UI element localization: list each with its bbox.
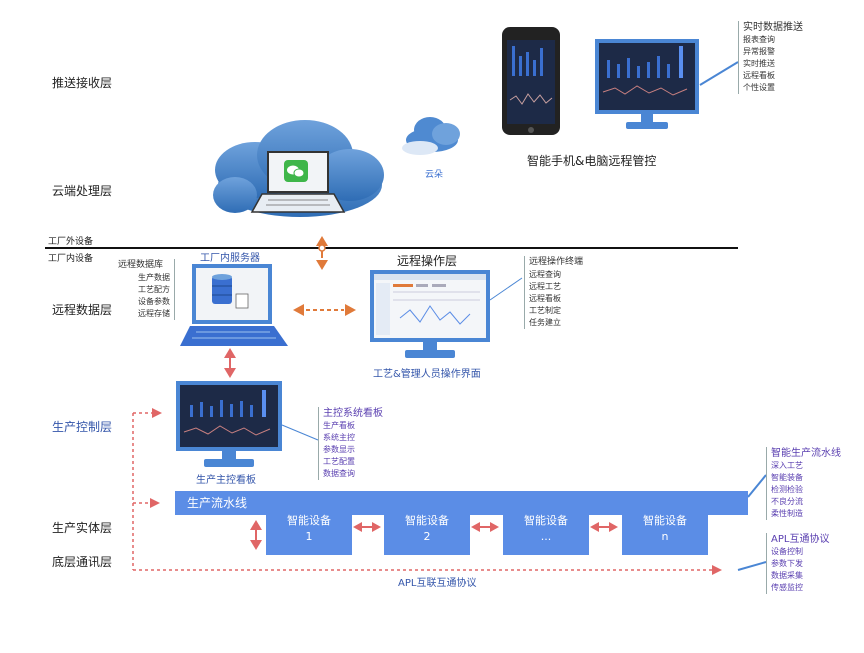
device-name: 智能设备 xyxy=(524,514,568,527)
push-callout-connector xyxy=(699,61,739,86)
remote-terminal-item: 远程查询 xyxy=(529,270,561,279)
smartphone-icon xyxy=(502,27,560,135)
push-item: 报表查询 xyxy=(743,35,775,44)
smart-device-ellipsis: 智能设备 ... xyxy=(503,503,589,555)
feedback-dotted-lines xyxy=(132,408,722,575)
board-caption: 生产主控看板 xyxy=(196,475,256,486)
line-item: 智能装备 xyxy=(771,473,803,482)
device-name: 智能设备 xyxy=(287,514,331,527)
layer-remote-data: 远程数据层 xyxy=(52,303,113,317)
push-item: 远程看板 xyxy=(743,71,775,80)
device-id: 1 xyxy=(305,530,313,543)
smart-device-n: 智能设备 n xyxy=(622,503,708,555)
board-item: 数据查询 xyxy=(323,469,355,478)
device-name: 智能设备 xyxy=(643,514,687,527)
laptop-icon xyxy=(250,151,346,213)
smart-device-1: 智能设备 1 xyxy=(266,503,352,555)
push-item: 异常报警 xyxy=(743,47,775,56)
db-item: 工艺配方 xyxy=(138,285,170,294)
layer-cloud: 云端处理层 xyxy=(52,184,113,198)
apl-item: 参数下发 xyxy=(771,559,803,568)
remote-terminal-callout: 远程操作终端 远程查询 远程工艺 远程看板 工艺制定 任务建立 xyxy=(524,256,583,329)
board-item: 参数显示 xyxy=(323,445,355,454)
factory-boundary-line xyxy=(45,247,738,249)
board-callout-connector xyxy=(281,424,319,441)
board-callout-title: 主控系统看板 xyxy=(323,408,383,419)
layer-entity: 生产实体层 xyxy=(52,521,113,535)
remote-callout-connector xyxy=(489,277,523,301)
db-callout: 远程数据库 生产数据 工艺配方 设备参数 远程存储 xyxy=(118,259,175,320)
small-cloud-icon xyxy=(402,117,460,155)
line-callout: 智能生产流水线 深入工艺 智能装备 检测检验 不良分流 柔性制造 xyxy=(766,447,841,520)
smart-device-2: 智能设备 2 xyxy=(384,503,470,555)
apl-item: 设备控制 xyxy=(771,547,803,556)
desktop-monitor-icon xyxy=(595,39,699,129)
db-item: 远程存储 xyxy=(138,309,170,318)
push-item: 实时推送 xyxy=(743,59,775,68)
db-callout-title: 远程数据库 xyxy=(118,260,164,270)
device-name: 智能设备 xyxy=(405,514,449,527)
line-item: 深入工艺 xyxy=(771,461,803,470)
remote-terminal-item: 任务建立 xyxy=(529,318,561,327)
boundary-inside-label: 工厂内设备 xyxy=(48,254,94,264)
apl-callout-connector xyxy=(737,561,767,571)
layer-push: 推送接收层 xyxy=(52,76,113,90)
line-item: 不良分流 xyxy=(771,497,803,506)
server-computer-icon xyxy=(180,264,288,346)
line-callout-connector xyxy=(747,474,767,498)
layer-control: 生产控制层 xyxy=(52,420,113,434)
push-item: 个性设置 xyxy=(743,83,775,92)
remote-op-title: 远程操作层 xyxy=(397,254,458,268)
ops-caption: 工艺&管理人员操作界面 xyxy=(373,369,481,380)
apl-line-label: APL互联互通协议 xyxy=(398,578,477,589)
apl-item: 数据采集 xyxy=(771,571,803,580)
cloud-server-arrow xyxy=(316,236,328,270)
remote-terminal-item: 远程看板 xyxy=(529,294,561,303)
remote-ops-monitor-icon xyxy=(370,270,490,358)
server-title: 工厂内服务器 xyxy=(200,253,260,264)
line-item: 柔性制造 xyxy=(771,509,803,518)
apl-callout-title: APL互通协议 xyxy=(771,534,830,545)
apl-item: 传感监控 xyxy=(771,583,803,592)
mobile-caption: 智能手机&电脑远程管控 xyxy=(527,154,657,168)
remote-terminal-title: 远程操作终端 xyxy=(529,257,584,267)
line-callout-title: 智能生产流水线 xyxy=(771,448,841,459)
push-callout: 实时数据推送 报表查询 异常报警 实时推送 远程看板 个性设置 xyxy=(738,21,803,94)
boundary-outside-label: 工厂外设备 xyxy=(48,237,94,247)
push-callout-title: 实时数据推送 xyxy=(743,22,803,33)
production-board-monitor-icon xyxy=(176,381,282,467)
device-link-arrows xyxy=(353,522,618,532)
cloud-label: 云朵 xyxy=(425,170,444,180)
board-item: 系统主控 xyxy=(323,433,355,442)
remote-terminal-item: 工艺制定 xyxy=(529,306,561,315)
layer-comm: 底层通讯层 xyxy=(52,555,113,569)
device-id: ... xyxy=(540,530,552,543)
device-id: 2 xyxy=(423,530,431,543)
server-remote-arrow xyxy=(293,304,356,316)
remote-terminal-item: 远程工艺 xyxy=(529,282,561,291)
device-id: n xyxy=(661,530,669,543)
board-item: 生产看板 xyxy=(323,421,355,430)
server-board-arrow xyxy=(224,348,236,378)
pipeline-vertical-arrow xyxy=(250,520,262,550)
board-item: 工艺配置 xyxy=(323,457,355,466)
apl-callout: APL互通协议 设备控制 参数下发 数据采集 传感监控 xyxy=(766,533,829,594)
db-item: 设备参数 xyxy=(138,297,170,306)
board-callout: 主控系统看板 生产看板 系统主控 参数显示 工艺配置 数据查询 xyxy=(318,407,383,480)
line-item: 检测检验 xyxy=(771,485,803,494)
db-item: 生产数据 xyxy=(138,273,170,282)
